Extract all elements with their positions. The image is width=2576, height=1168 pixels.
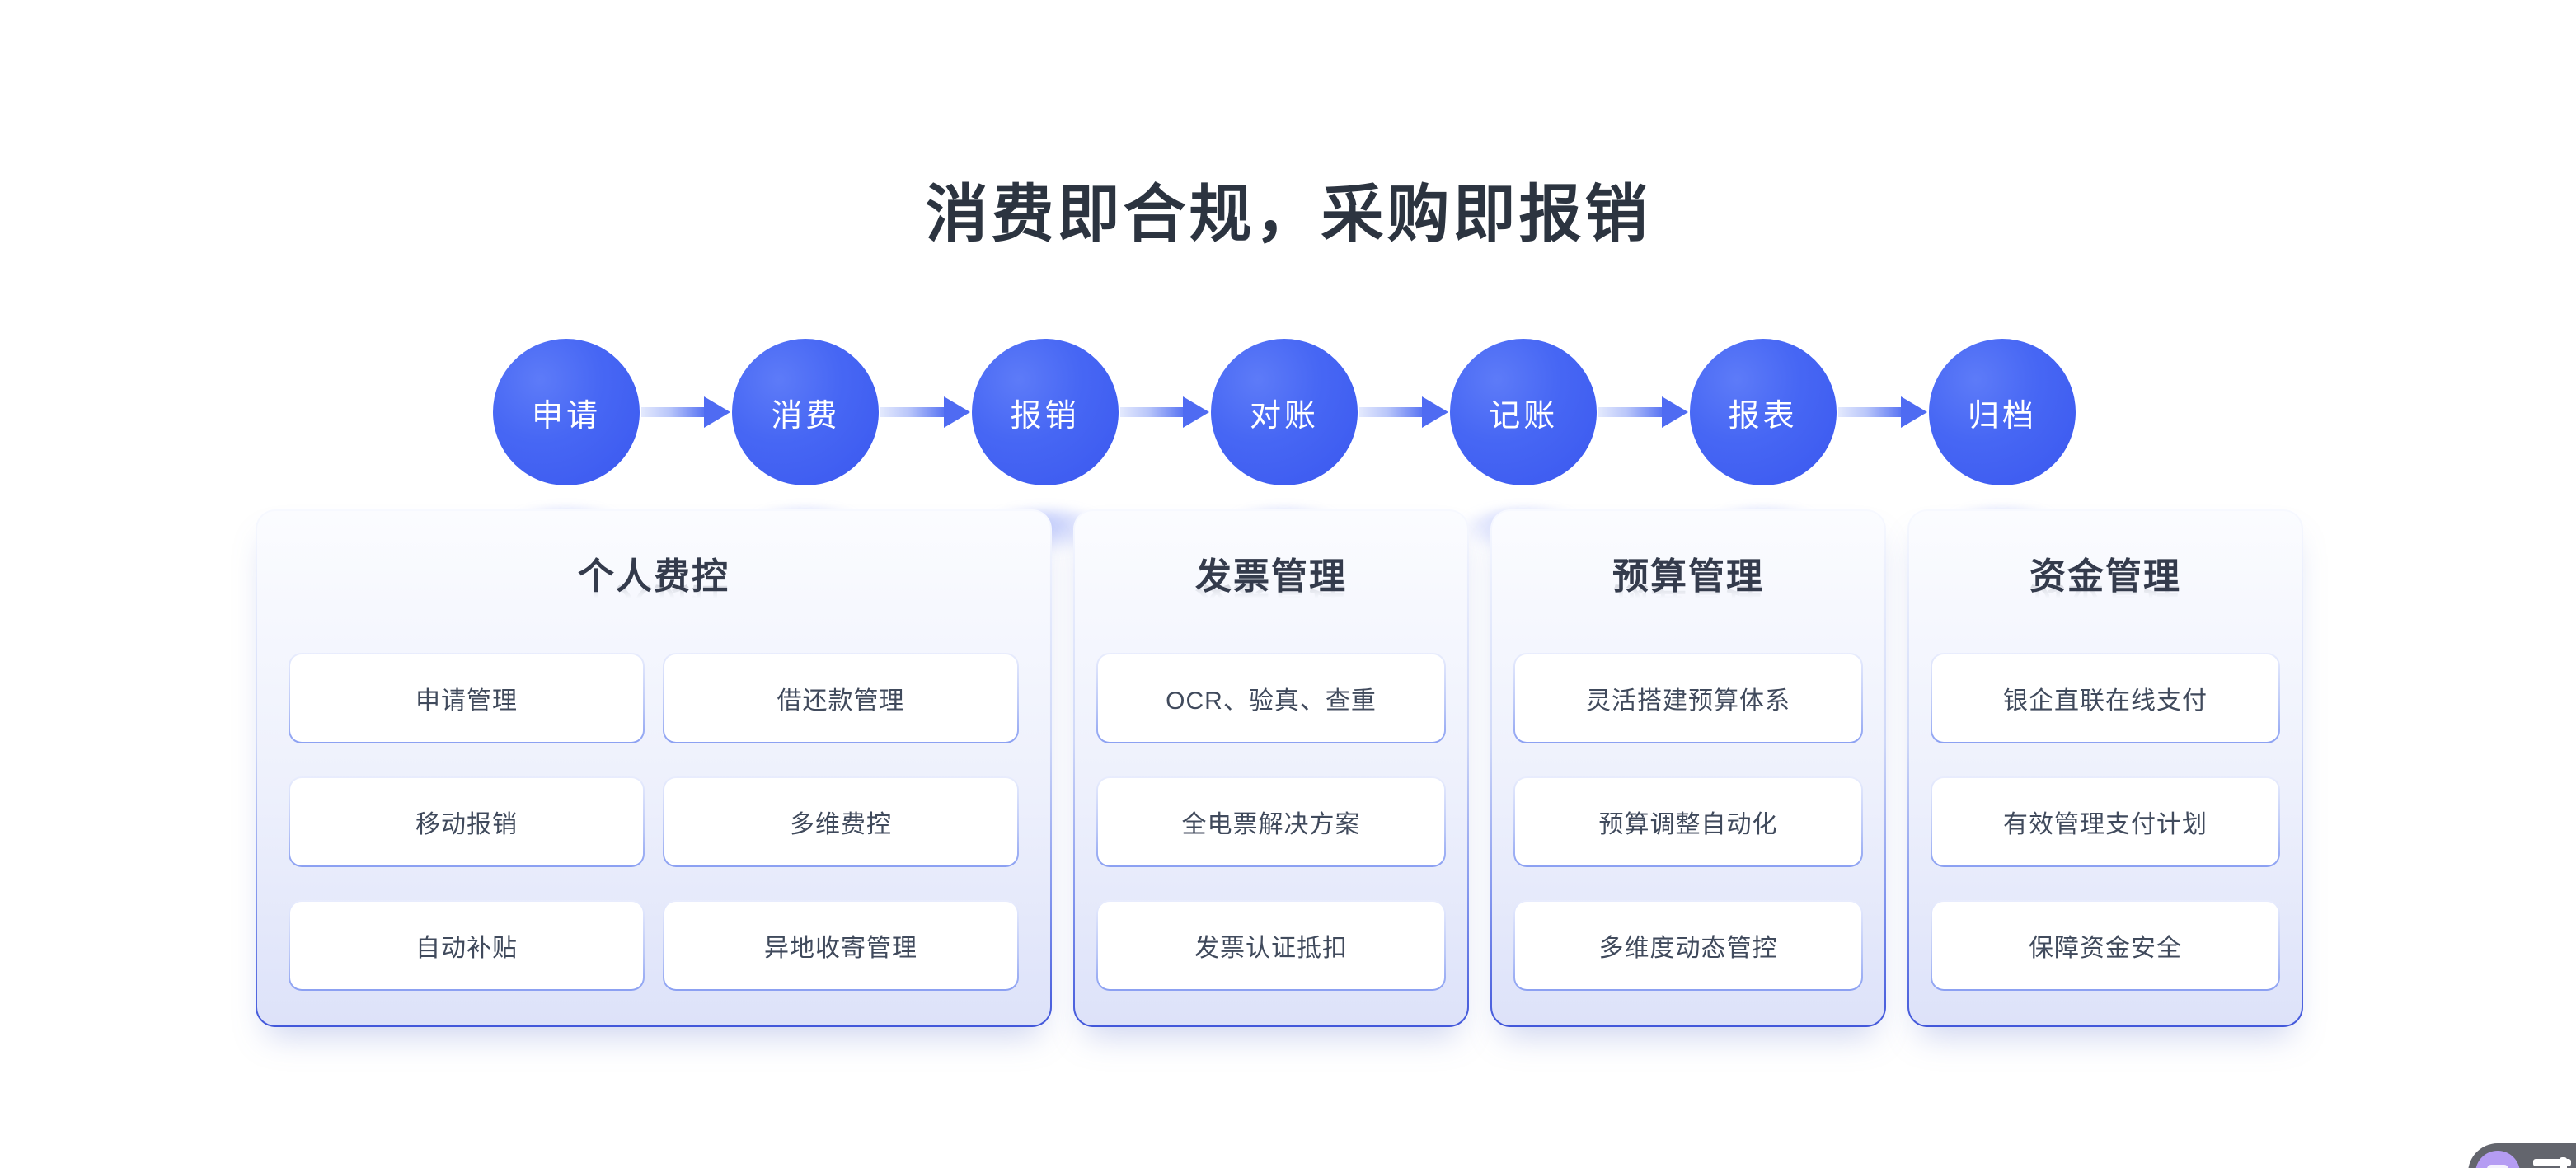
feature-card-invoice: 发票管理 OCR、验真、查重全电票解决方案发票认证抵扣 xyxy=(1073,509,1469,1027)
feature-item: 申请管理 xyxy=(289,653,645,743)
watermark-text-fragment xyxy=(2533,1158,2571,1166)
process-flow: 申请消费报销对账记账报表归档 xyxy=(493,339,2076,485)
feature-items: 灵活搭建预算体系预算调整自动化多维度动态管控 xyxy=(1513,653,1863,991)
flow-step-circle: 记账 xyxy=(1450,339,1598,485)
feature-item: 借还款管理 xyxy=(663,653,1019,743)
feature-card-funds: 资金管理 银企直联在线支付有效管理支付计划保障资金安全 xyxy=(1907,509,2303,1027)
flow-arrow-icon xyxy=(641,396,731,429)
feature-card-budget: 预算管理 灵活搭建预算体系预算调整自动化多维度动态管控 xyxy=(1490,509,1886,1027)
feature-item: OCR、验真、查重 xyxy=(1096,653,1446,743)
card-title-text: 个人费控 xyxy=(578,556,730,597)
feature-item: 银企直联在线支付 xyxy=(1931,653,2280,743)
feature-item: 全电票解决方案 xyxy=(1096,776,1446,867)
feature-card-body: 资金管理 银企直联在线支付有效管理支付计划保障资金安全 xyxy=(1909,511,2302,1025)
flow-arrow-icon xyxy=(1358,396,1449,429)
feature-item: 多维度动态管控 xyxy=(1513,900,1863,991)
feature-card-personal-expense: 个人费控 申请管理借还款管理移动报销多维费控自动补贴异地收寄管理 xyxy=(256,509,1052,1027)
watermark-text-fragment xyxy=(2560,1157,2567,1168)
chat-bubble-icon xyxy=(2475,1151,2520,1168)
feature-items: 银企直联在线支付有效管理支付计划保障资金安全 xyxy=(1931,653,2280,991)
card-title: 预算管理 xyxy=(1492,559,1884,595)
feature-card-body: 发票管理 OCR、验真、查重全电票解决方案发票认证抵扣 xyxy=(1075,511,1467,1025)
card-title: 发票管理 xyxy=(1075,559,1467,595)
feature-item: 移动报销 xyxy=(289,776,645,867)
feature-items: OCR、验真、查重全电票解决方案发票认证抵扣 xyxy=(1096,653,1446,991)
card-title-text: 资金管理 xyxy=(2029,556,2181,597)
card-title-text: 发票管理 xyxy=(1195,556,1347,597)
card-title: 资金管理 xyxy=(1909,559,2302,595)
feature-card-body: 个人费控 申请管理借还款管理移动报销多维费控自动补贴异地收寄管理 xyxy=(257,511,1050,1025)
flow-arrow-icon xyxy=(1119,396,1209,429)
feature-item: 发票认证抵扣 xyxy=(1096,900,1446,991)
flow-arrow-icon xyxy=(1837,396,1927,429)
page-title: 消费即合规，采购即报销 xyxy=(925,179,1651,250)
flow-step-circle: 对账 xyxy=(1210,339,1358,485)
flow-step-circle: 归档 xyxy=(1928,339,2076,485)
flow-arrow-icon xyxy=(880,396,970,429)
feature-items: 申请管理借还款管理移动报销多维费控自动补贴异地收寄管理 xyxy=(289,653,1019,991)
feature-item: 预算调整自动化 xyxy=(1513,776,1863,867)
feature-item: 多维费控 xyxy=(663,776,1019,867)
feature-item: 自动补贴 xyxy=(289,900,645,991)
feature-card-body: 预算管理 灵活搭建预算体系预算调整自动化多维度动态管控 xyxy=(1492,511,1884,1025)
flow-arrow-icon xyxy=(1598,396,1688,429)
feature-item: 异地收寄管理 xyxy=(663,900,1019,991)
feature-item: 灵活搭建预算体系 xyxy=(1513,653,1863,743)
card-title-text: 预算管理 xyxy=(1612,556,1764,597)
flow-step-circle: 报销 xyxy=(971,339,1119,485)
watermark-badge[interactable] xyxy=(2468,1143,2576,1168)
card-title: 个人费控 xyxy=(257,559,1050,595)
feature-item: 有效管理支付计划 xyxy=(1931,776,2280,867)
flow-step-circle: 申请 xyxy=(493,339,640,485)
flow-step-circle: 消费 xyxy=(732,339,880,485)
feature-item: 保障资金安全 xyxy=(1931,900,2280,991)
flow-step-circle: 报表 xyxy=(1689,339,1837,485)
